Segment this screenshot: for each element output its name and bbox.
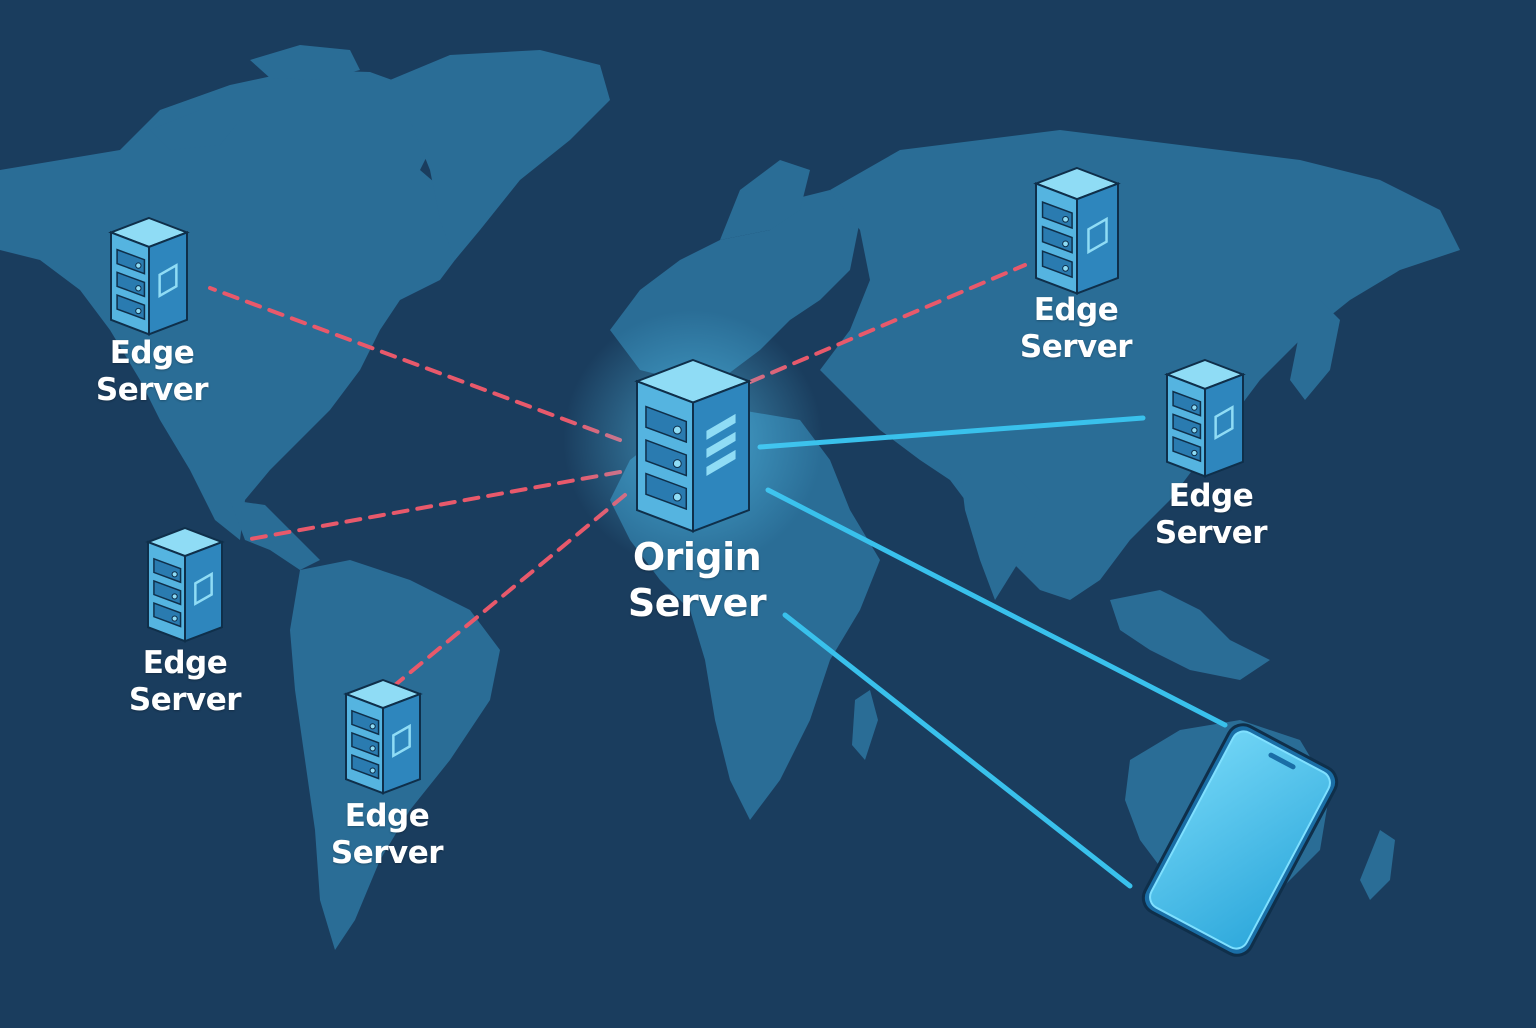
edge-server-label-central-america: Edge Server <box>128 645 242 719</box>
link-mobile-device-solid <box>765 487 1228 728</box>
edge-label-line2: Server <box>1154 515 1268 552</box>
japan-landmass <box>1290 300 1340 400</box>
edge-label-line2: Server <box>128 682 242 719</box>
edge-label-line2: Server <box>330 835 444 872</box>
origin-server-icon <box>634 358 752 533</box>
edge-label-line1: Edge <box>1168 478 1254 514</box>
link-central-america-dashed <box>243 470 622 542</box>
edge-server-icon-south-america <box>343 678 423 795</box>
india-landmass <box>960 470 1040 600</box>
scandinavia-landmass <box>720 160 810 240</box>
edge-label-line2: Server <box>1019 329 1133 366</box>
greenland-landmass <box>390 50 610 260</box>
north-america-landmass <box>0 70 470 540</box>
edge-server-label-russia: Edge Server <box>1019 292 1133 366</box>
link-south-america-dashed <box>393 493 627 687</box>
nodes-layer <box>108 166 1339 957</box>
edge-label-line1: Edge <box>1033 292 1119 328</box>
new-zealand-landmass <box>1360 830 1395 900</box>
edge-server-label-north-america: Edge Server <box>95 335 209 409</box>
edge-server-icon-north-america <box>108 216 190 336</box>
origin-label-line1: Origin <box>632 535 762 579</box>
origin-server-label: Origin Server <box>627 535 767 626</box>
edge-server-icon-russia <box>1033 166 1121 295</box>
link-north-america-dashed <box>208 286 622 442</box>
edge-server-label-south-america: Edge Server <box>330 798 444 872</box>
madagascar-landmass <box>852 690 878 760</box>
arctic-islands <box>150 45 360 150</box>
southeast-asia-islands <box>1110 590 1270 680</box>
origin-label-line2: Server <box>627 580 767 625</box>
edge-server-label-east-asia: Edge Server <box>1154 478 1268 552</box>
edge-label-line1: Edge <box>344 798 430 834</box>
link-mobile-device-solid <box>782 612 1133 889</box>
edge-label-line1: Edge <box>109 335 195 371</box>
asia-landmass <box>820 130 1460 600</box>
edge-server-icon-east-asia <box>1164 358 1246 478</box>
edge-label-line1: Edge <box>142 645 228 681</box>
edge-server-icon-central-america <box>145 526 225 643</box>
smartphone-icon <box>1141 723 1339 957</box>
link-east-asia-solid <box>757 415 1146 450</box>
world-map <box>0 45 1460 950</box>
edge-label-line2: Server <box>95 372 209 409</box>
